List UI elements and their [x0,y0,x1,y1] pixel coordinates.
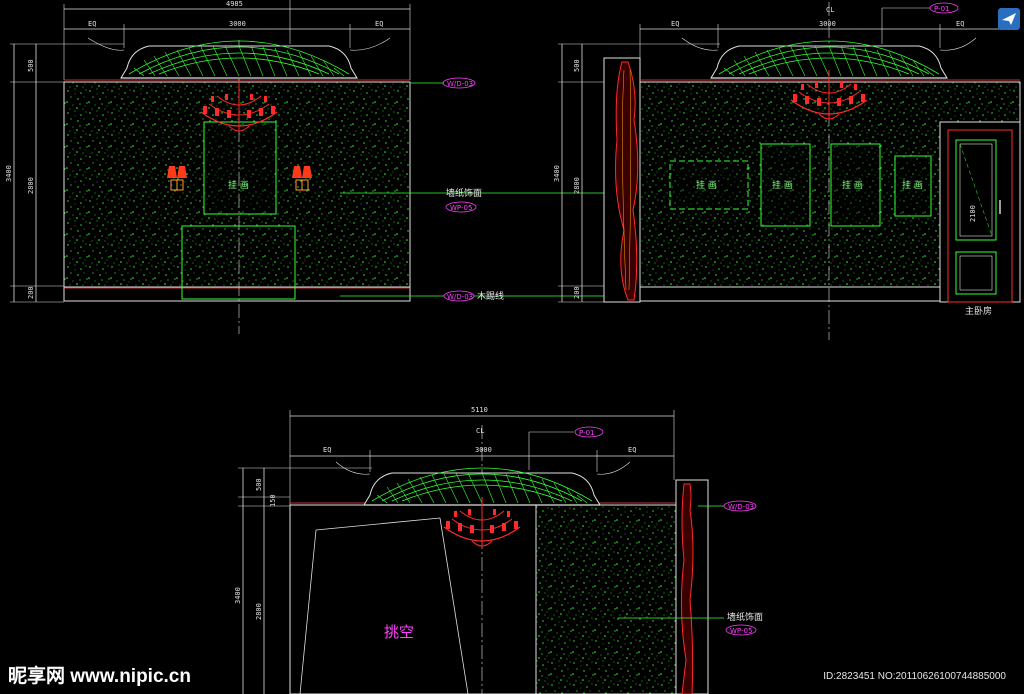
elev-a-label-wallpaper: 墙纸饰面 [446,187,482,199]
elev-a-height-total: 3400 [5,165,13,182]
elev-b-center-width: 3000 [819,20,836,28]
elev-a-height-upper: 500 [27,59,35,72]
elev-c-height-total: 3400 [234,587,242,604]
elev-b-picture-3 [830,143,881,227]
elev-b-eq-right: EQ [956,20,964,28]
elev-b-eq-left: EQ [671,20,679,28]
elev-c-height-middle: 2800 [255,603,263,620]
elev-c-cl-mark: CL [476,427,484,435]
elev-a-eq-right: EQ [375,20,383,28]
elevation-c: 5110 3000 EQ EQ CL P-01 3400 500 150 280… [234,406,763,694]
elev-b-tag-p01: P-01 [934,5,950,13]
elev-c-tag-wd: W/D-03 [728,503,754,511]
elev-b-picture-1 [669,160,749,210]
elev-b-picture-4-label: 挂 画 [902,179,923,191]
elev-c-tag-wp: WP-05 [730,627,752,635]
elev-c-eq-right: EQ [628,446,636,454]
elev-c-tag-p01: P-01 [579,429,595,437]
elev-c-eq-left: EQ [323,446,331,454]
elev-a-top-dimensions: 4985 3000 EQ EQ [63,0,411,80]
elev-a-ceiling-dome [120,40,358,79]
elev-a-tag-wd-top: W/D-03 [447,80,473,88]
elev-a-height-middle: 2800 [27,177,35,194]
share-bird-icon [1002,13,1016,25]
elev-c-label-void: 挑空 [384,623,414,641]
share-button[interactable] [998,8,1020,30]
elev-b-pictures: 挂 画 挂 画 挂 画 挂 画 [669,143,932,227]
elev-c-left-dimensions: 3400 500 150 2800 [234,467,372,694]
elev-a-wall-panel [63,81,411,288]
elev-a-center-width: 3000 [229,20,246,28]
elev-b-height-total: 3400 [553,165,561,182]
elev-a-left-dimensions: 3400 500 2800 200 [5,43,124,303]
elev-c-curtain [680,483,694,694]
elev-a-label-skirting: 木踢线 [477,290,504,302]
elev-c-height-small: 150 [269,494,277,507]
elev-a-skirting [63,286,411,302]
watermark-id: ID:2823451 NO:20110626100744885000 [823,671,1006,682]
elev-a-picture-label: 挂 画 [228,179,249,191]
elev-a-console-cabinet [181,225,296,300]
elev-b-height-upper: 500 [573,59,581,72]
elev-a-tag-wd-bottom: W/D-03 [447,293,473,301]
watermark-site: 昵享网 www.nipic.cn [8,666,191,687]
elev-c-total-width: 5110 [471,406,488,414]
elev-c-label-wallpaper: 墙纸饰面 [727,611,763,623]
elevation-b: 3000 EQ EQ CL P-01 3400 500 2800 200 [553,2,1021,340]
elev-a-eq-left: EQ [88,20,96,28]
elev-c-void-frame [289,504,537,694]
elev-b-picture-2 [760,143,811,227]
elev-b-picture-1-label: 挂 画 [696,179,717,191]
elev-a-tag-wp: WP-05 [450,204,472,212]
elev-b-height-middle: 2800 [573,177,581,194]
elev-b-top-dimensions: 3000 EQ EQ CL P-01 [639,2,1010,80]
elev-c-annotations: W/D-03 墙纸饰面 WP-05 [618,500,763,636]
elev-a-height-lower: 200 [27,286,35,299]
elev-c-top-dimensions: 5110 3000 EQ EQ CL P-01 [289,406,675,505]
elev-b-door-height: 2100 [969,205,977,222]
elev-b-left-dimensions: 3400 500 2800 200 [553,43,720,303]
elev-c-height-upper: 500 [255,478,263,491]
elev-b-picture-3-label: 挂 画 [842,179,863,191]
elev-b-curtain [615,61,639,301]
elev-a-picture-frame [203,121,277,215]
elev-c-wall-panel [535,504,677,694]
elev-b-door-label: 主卧房 [965,305,992,317]
elev-a-total-width: 4985 [226,0,243,8]
elev-c-center-width: 3000 [475,446,492,454]
elev-b-cl-mark: CL [826,6,834,14]
elev-b-picture-2-label: 挂 画 [772,179,793,191]
elev-b-picture-4 [894,155,932,217]
elev-b-door: 2100 主卧房 [939,121,1021,317]
elev-b-height-lower: 200 [573,286,581,299]
elevation-a: 4985 3000 EQ EQ 3400 500 2800 200 挂 画 [5,0,630,334]
